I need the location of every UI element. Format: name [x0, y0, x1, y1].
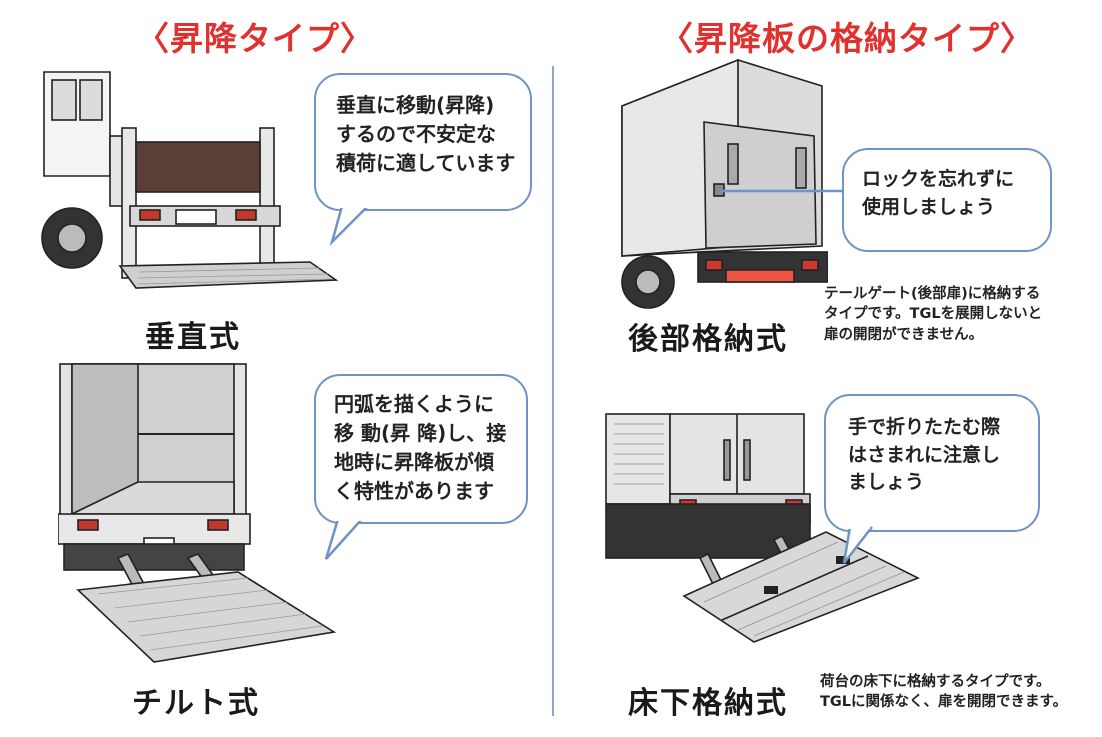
bubble-line: ロックを忘れずに	[862, 168, 1015, 190]
tilt-lift-speech-bubble: 円弧を描くように 移 動(昇 降)し、接 地時に昇降板が傾 く特性があります	[314, 374, 528, 524]
vertical-lift-truck-illustration	[41, 71, 339, 289]
label-rear-storage-type: 後部格納式	[628, 322, 788, 357]
bubble-line: ましょう	[848, 471, 925, 494]
underfloor-storage-note: 荷台の床下に格納するタイプです。 TGLに関係なく、扉を開閉できます。	[820, 672, 1067, 713]
underfloor-storage-truck-illustration	[605, 413, 920, 643]
tilt-lift-truck-illustration	[58, 363, 337, 663]
speech-bubble-tail	[324, 517, 364, 560]
note-line: タイプです。TGLを展開しないと	[824, 306, 1043, 323]
bubble-line: 使用しましょう	[862, 195, 996, 218]
bubble-line: 手で折りたたむ際	[848, 416, 1001, 438]
heading-storage-types: 〈昇降板の格納タイプ〉	[660, 19, 1034, 58]
bubble-line: 移 動(昇 降)し、接	[334, 421, 507, 445]
speech-bubble-tail	[842, 525, 873, 564]
note-line: 荷台の床下に格納するタイプです。	[820, 674, 1051, 690]
rear-storage-note: テールゲート(後部扉)に格納する タイプです。TGLを展開しないと 扉の開閉がで…	[824, 284, 1042, 345]
bubble-line: 積荷に適しています	[336, 151, 516, 175]
bubble-line: 地時に昇降板が傾	[334, 450, 494, 474]
rear-storage-truck-illustration	[621, 58, 828, 309]
note-line: TGLに関係なく、扉を開閉できます。	[820, 694, 1068, 711]
label-vertical-type: 垂直式	[145, 320, 241, 355]
label-tilt-type: チルト式	[132, 686, 260, 721]
bubble-line: はさまれに注意し	[848, 443, 1001, 466]
bubble-line: 円弧を描くように	[334, 392, 494, 416]
bubble-line: 垂直に移動(昇降)	[336, 93, 495, 117]
heading-lift-types: 〈昇降タイプ〉	[136, 19, 374, 58]
center-divider	[552, 66, 554, 716]
speech-bubble-tail	[329, 204, 370, 246]
note-line: 扉の開閉ができません。	[824, 326, 984, 343]
rear-storage-speech-bubble: ロックを忘れずに 使用しましょう	[842, 148, 1052, 252]
label-underfloor-storage-type: 床下格納式	[628, 686, 788, 721]
vertical-lift-speech-bubble: 垂直に移動(昇降) するので不安定な 積荷に適しています	[314, 73, 532, 211]
bubble-line: く特性があります	[334, 479, 494, 503]
underfloor-storage-speech-bubble: 手で折りたたむ際 はさまれに注意し ましょう	[824, 394, 1040, 532]
note-line: テールゲート(後部扉)に格納する	[824, 286, 1041, 302]
bubble-line: するので不安定な	[336, 122, 496, 146]
pointer-line	[720, 189, 850, 193]
